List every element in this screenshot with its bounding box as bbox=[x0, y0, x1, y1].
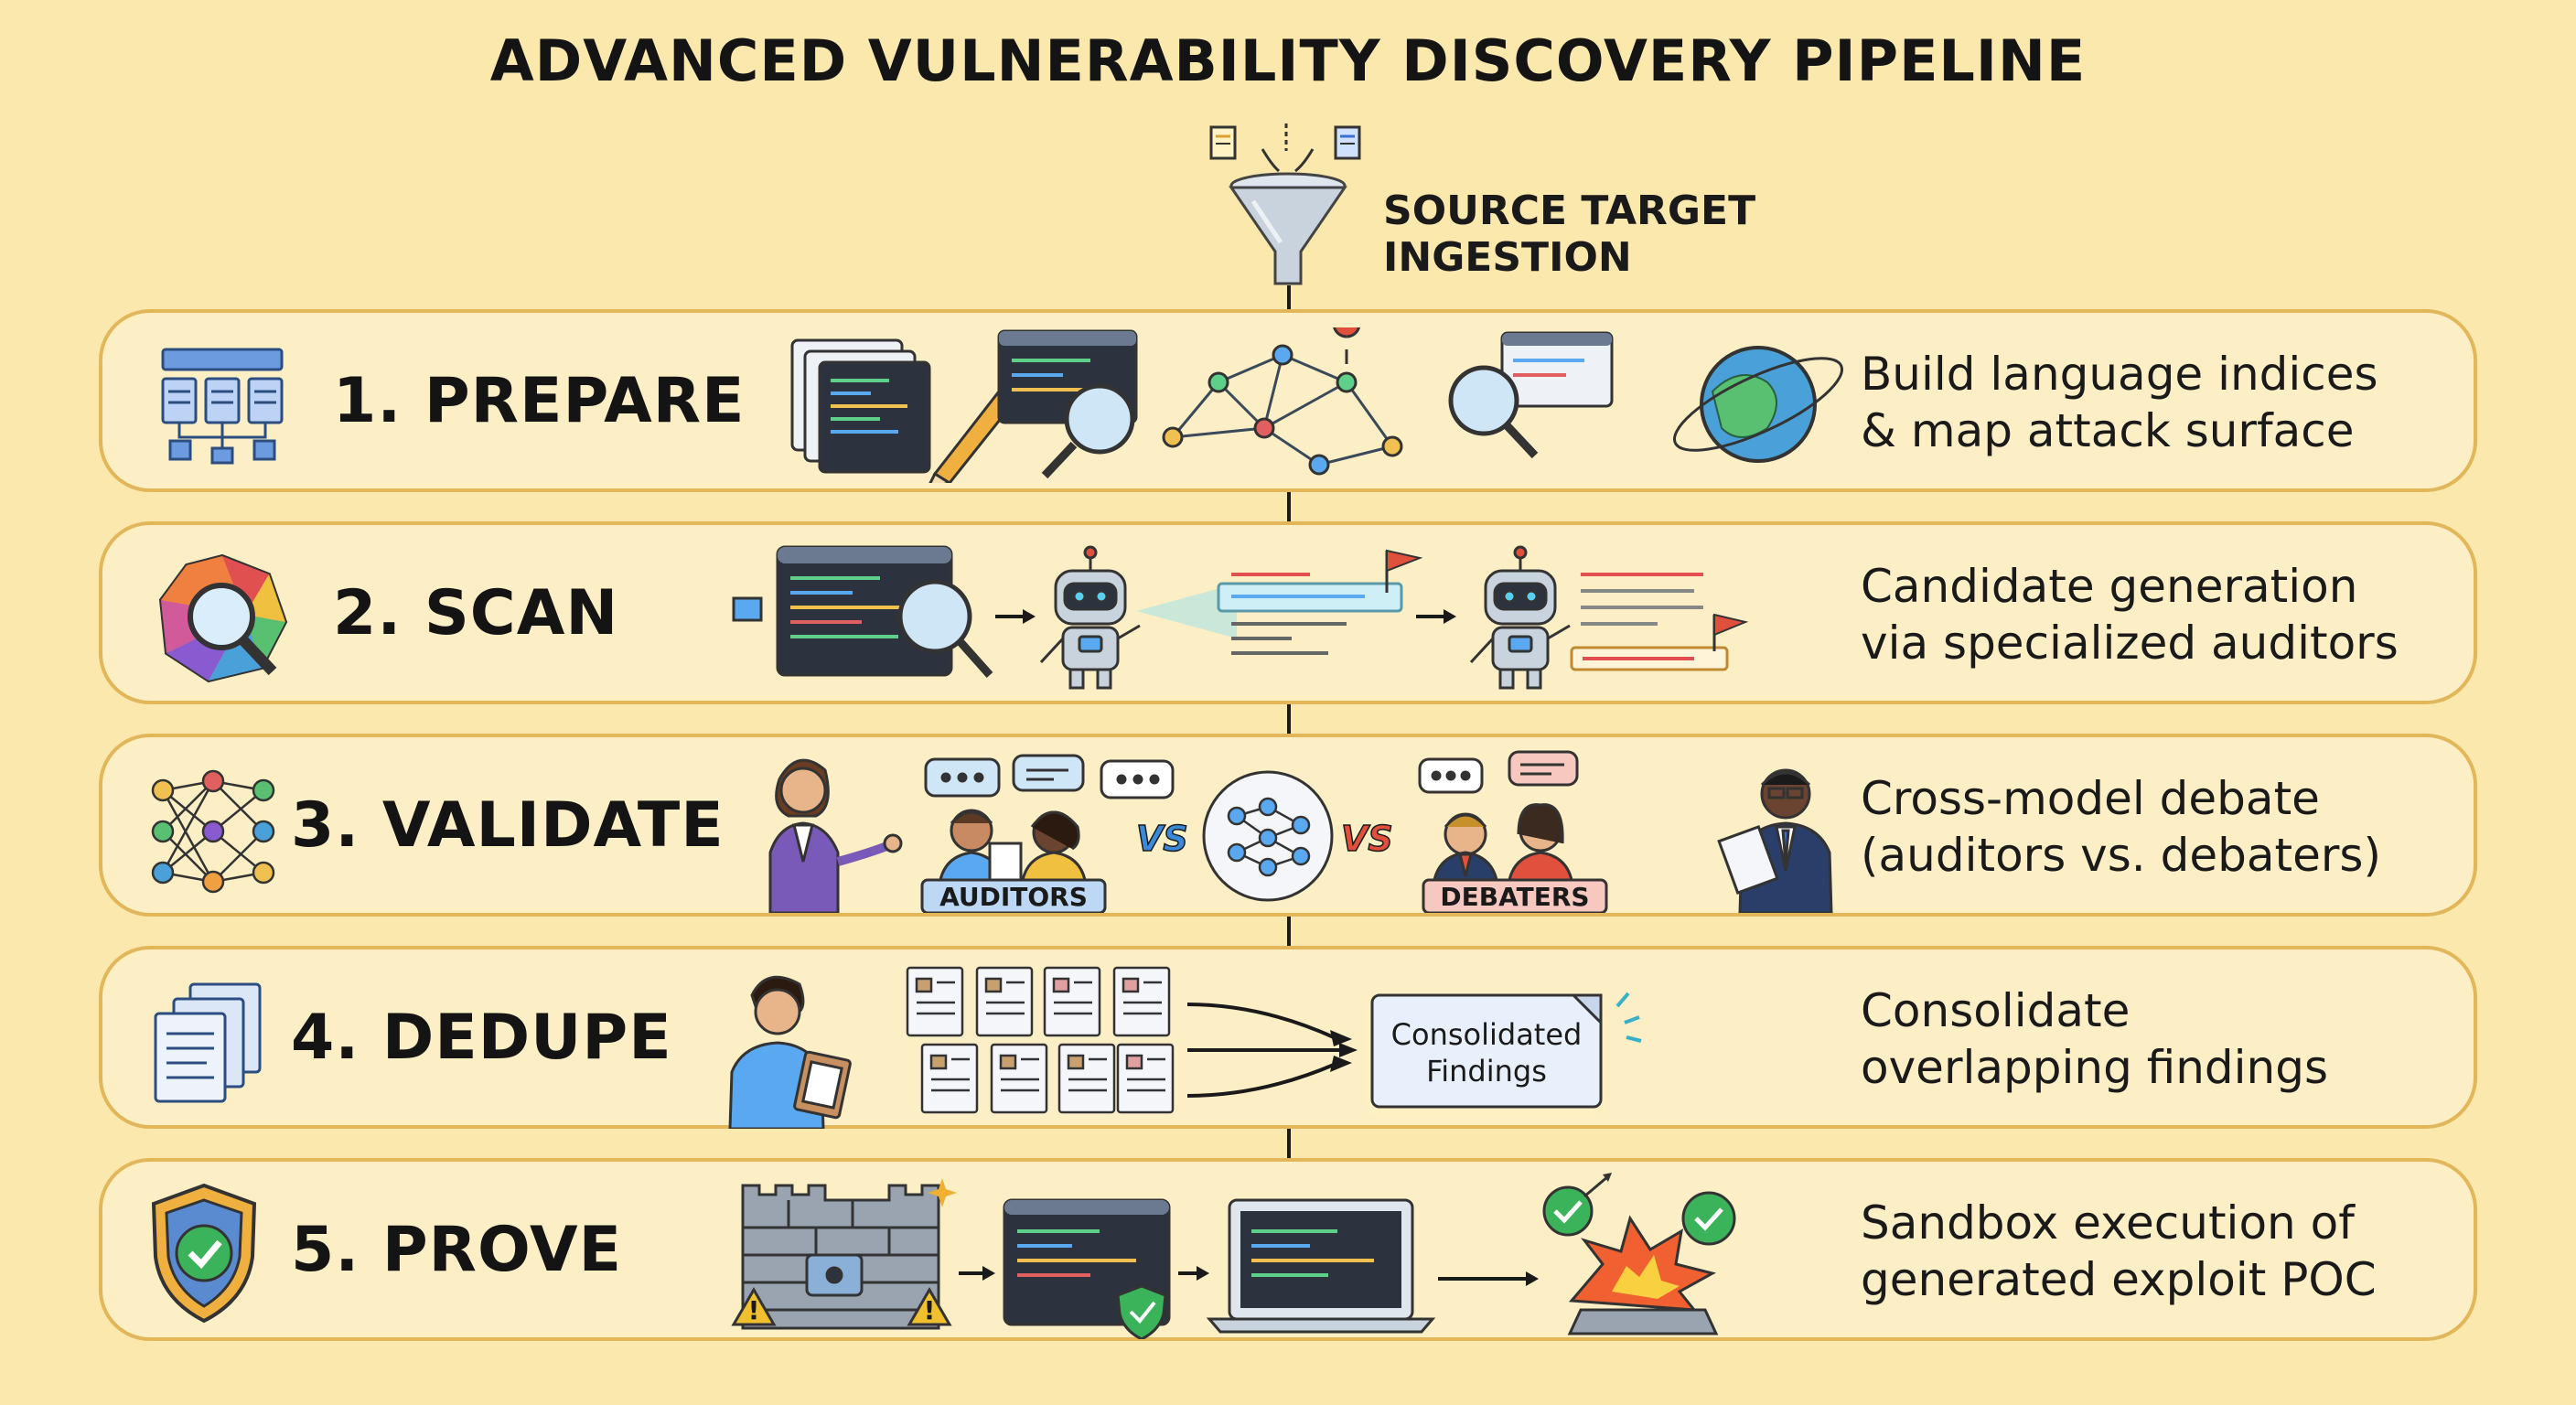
hierarchy-icon bbox=[161, 348, 284, 465]
code-files-illustration bbox=[790, 327, 1844, 483]
stage-validate: 3. VALIDATE bbox=[99, 734, 2477, 917]
desc-line2: & map attack surface bbox=[1861, 404, 2355, 457]
scan-auditors-illustration bbox=[732, 545, 1749, 690]
stage-scan: 2. SCAN bbox=[99, 521, 2477, 704]
desc-line2: (auditors vs. debaters) bbox=[1861, 829, 2381, 882]
vs-label-left: VS bbox=[1136, 819, 1188, 859]
svg-text:!: ! bbox=[924, 1295, 936, 1325]
stage-dedupe: 4. DEDUPE bbox=[99, 946, 2477, 1129]
ingestion-line1: SOURCE TARGET bbox=[1383, 188, 1756, 234]
shield-check-icon bbox=[151, 1183, 257, 1324]
stage-desc-prepare: Build language indices & map attack surf… bbox=[1861, 346, 2428, 459]
debaters-label: DEBATERS bbox=[1440, 882, 1589, 912]
ingestion-label: SOURCE TARGET INGESTION bbox=[1383, 188, 1776, 281]
dedupe-illustration: Consolidated Findings bbox=[728, 966, 1642, 1129]
desc-line1: Candidate generation bbox=[1861, 560, 2358, 613]
stage-title-scan: 2. SCAN bbox=[333, 576, 619, 649]
neural-network-icon bbox=[151, 769, 275, 894]
desc-line1: Consolidate bbox=[1861, 984, 2131, 1037]
page-title: ADVANCED VULNERABILITY DISCOVERY PIPELIN… bbox=[489, 27, 2087, 94]
desc-line2: generated exploit POC bbox=[1861, 1253, 2377, 1306]
desc-line1: Sandbox execution of bbox=[1861, 1196, 2355, 1249]
stage-desc-validate: Cross-model debate (auditors vs. debater… bbox=[1861, 770, 2428, 884]
stage-prepare: 1. PREPARE bbox=[99, 309, 2477, 492]
stage-title-dedupe: 4. DEDUPE bbox=[291, 1001, 672, 1074]
svg-text:!: ! bbox=[748, 1295, 760, 1325]
stage-title-prepare: 1. PREPARE bbox=[333, 364, 746, 437]
funnel-icon bbox=[1209, 123, 1361, 285]
magnifier-polygon-icon bbox=[158, 553, 288, 683]
vs-label-right: VS bbox=[1341, 819, 1393, 859]
auditors-label: AUDITORS bbox=[939, 882, 1088, 912]
stage-title-validate: 3. VALIDATE bbox=[291, 788, 724, 862]
stage-prove: 5. PROVE ! ! bbox=[99, 1158, 2477, 1341]
debate-illustration: AUDITORS VS VS DEBATERS bbox=[768, 750, 1833, 913]
desc-line2: via specialized auditors bbox=[1861, 617, 2399, 670]
consolidated-line2: Findings bbox=[1426, 1054, 1547, 1089]
consolidated-line1: Consolidated bbox=[1391, 1017, 1583, 1052]
stage-desc-dedupe: Consolidate overlapping findings bbox=[1861, 982, 2428, 1096]
desc-line2: overlapping findings bbox=[1861, 1041, 2329, 1094]
sandbox-exploit-illustration: ! ! bbox=[731, 1173, 1736, 1339]
stage-title-prove: 5. PROVE bbox=[291, 1213, 623, 1286]
stage-desc-prove: Sandbox execution of generated exploit P… bbox=[1861, 1195, 2428, 1308]
stage-desc-scan: Candidate generation via specialized aud… bbox=[1861, 558, 2428, 671]
desc-line1: Cross-model debate bbox=[1861, 772, 2320, 825]
desc-line1: Build language indices bbox=[1861, 348, 2378, 401]
ingestion-line2: INGESTION bbox=[1383, 234, 1632, 281]
documents-icon bbox=[154, 982, 262, 1103]
